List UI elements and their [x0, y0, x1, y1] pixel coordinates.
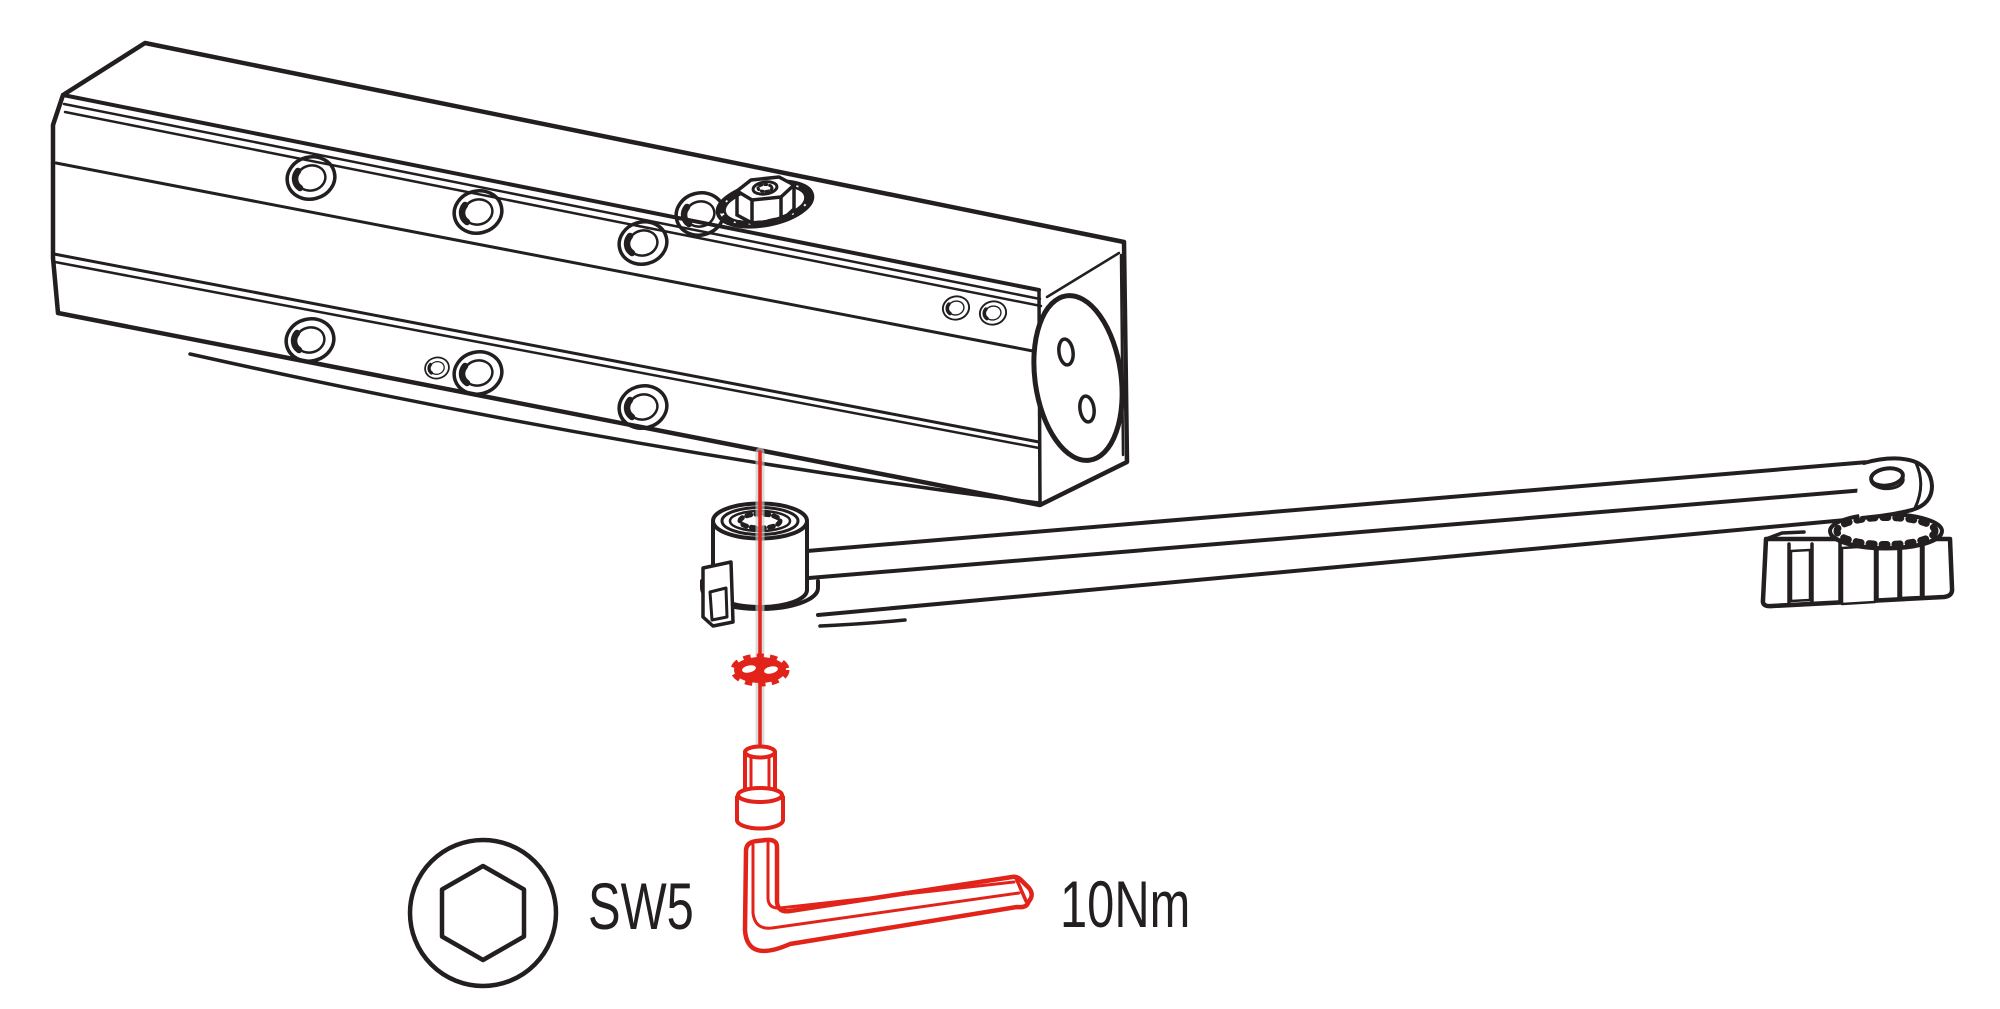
screw-shank-top [743, 744, 777, 760]
body-groove-line-1 [62, 102, 1042, 301]
arm-top-edge [805, 460, 1870, 553]
bracket-window [1899, 543, 1923, 600]
screw-head-sides [735, 795, 785, 822]
body-right-face-inner-1 [1045, 251, 1121, 299]
torque-text: 10Nm [1060, 868, 1190, 942]
adjuster-rim [1829, 533, 1943, 551]
nut-socket [751, 180, 779, 196]
end-bore [1031, 293, 1125, 463]
screw-head-fill [737, 795, 783, 829]
screw-head-bottom [735, 818, 785, 831]
icon-hexagon [439, 863, 527, 963]
top-spindle-boss [715, 175, 815, 229]
bracket-window [1840, 544, 1877, 606]
hex-nut-edges [735, 183, 796, 225]
allen-key-tip-cap [1014, 876, 1028, 903]
highlighted-fastener-assembly [730, 447, 1034, 954]
door-closer-body [50, 40, 1130, 508]
fixing-screw [735, 744, 785, 831]
body-right-face-inner-2 [1119, 253, 1125, 457]
hex-socket-icon [407, 837, 559, 989]
screw-bore [749, 755, 771, 790]
wrench-size-text: SW5 [588, 870, 694, 944]
body-groove-line-2 [63, 110, 1043, 308]
icon-circle [407, 837, 559, 989]
allen-key-facet-1 [766, 841, 1016, 910]
body-lower-line-2 [53, 260, 1041, 450]
arm-hub-boss-slot [708, 586, 729, 622]
end-hole [1078, 394, 1096, 424]
arm-pivot-hole-depth [1869, 476, 1905, 491]
arm-shoe-bracket [1760, 456, 1955, 609]
allen-key [742, 837, 1034, 954]
washer-slot [764, 666, 778, 674]
adjuster-knurl [1833, 514, 1939, 548]
screw-collar [736, 786, 784, 804]
arm-collar-shadow [818, 618, 907, 628]
main-arm [805, 460, 1891, 628]
arm-pivot-hole [1869, 466, 1905, 488]
bracket-left-tab [1764, 530, 1806, 541]
arm-bottom-edge [816, 514, 1891, 617]
torque-label: 10Nm [1060, 868, 1190, 942]
body-end-face [1031, 293, 1125, 463]
body-lower-line-1 [52, 252, 1041, 444]
wrench-size-label: SW5 [588, 870, 694, 944]
washer-slot [742, 665, 756, 673]
end-hole [1057, 337, 1075, 367]
bracket-window [1789, 548, 1812, 603]
bracket-ribs [1787, 539, 1925, 605]
allen-key-facet-2 [751, 843, 1021, 930]
body-mid-line [54, 161, 1040, 354]
body-bottom-face-edge [188, 352, 1041, 505]
arm-end-lobe [1860, 456, 1934, 520]
arm-mid-edge [807, 487, 1879, 580]
screw-shank-sides [743, 750, 777, 792]
arm-end-thickness [1913, 461, 1923, 510]
body-front-top-edge [61, 93, 1041, 292]
nut-socket-spline [756, 183, 774, 193]
